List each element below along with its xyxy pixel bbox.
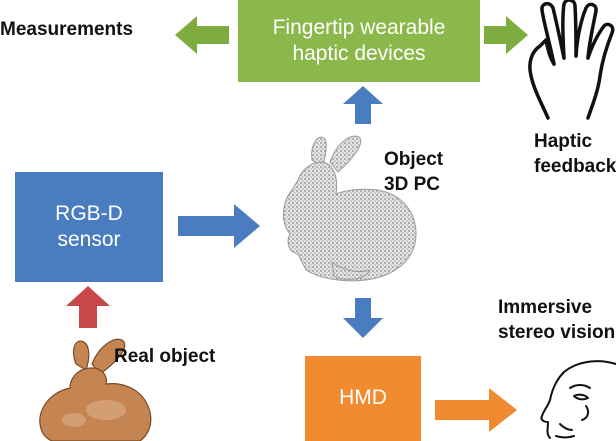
- hmd-box: HMD: [305, 356, 421, 441]
- object-pc-label: Object 3D PC: [384, 149, 444, 195]
- bunny-photo-icon: [39, 338, 152, 441]
- rgbd-sensor-label: RGB-D sensor: [55, 201, 123, 251]
- haptic-devices-box: Fingertip wearable haptic devices: [238, 0, 480, 82]
- hand-outline-icon: [528, 0, 615, 120]
- stereo-vision-label: Immersive stereo vision: [498, 297, 616, 343]
- arrow-pc-to-hmd: [343, 298, 383, 338]
- arrow-to-haptic-feedback: [484, 16, 528, 54]
- arrow-to-measurements: [175, 16, 229, 54]
- haptic-devices-label: Fingertip wearable haptic devices: [272, 15, 446, 65]
- real-object-label: Real object: [114, 346, 216, 367]
- arrow-real-object-to-sensor: [66, 286, 110, 328]
- bunny-point-cloud-icon: [283, 135, 417, 282]
- measurements-label: Measurements: [0, 19, 134, 40]
- haptic-feedback-label: Haptic feedback: [534, 131, 616, 177]
- arrow-pc-to-haptic-devices: [343, 86, 383, 124]
- arrow-hmd-to-stereo-vision: [435, 388, 517, 432]
- hmd-label: HMD: [339, 386, 387, 410]
- rgbd-sensor-box: RGB-D sensor: [15, 172, 163, 282]
- face-profile-icon: [540, 360, 616, 439]
- arrow-sensor-to-pc: [178, 204, 260, 248]
